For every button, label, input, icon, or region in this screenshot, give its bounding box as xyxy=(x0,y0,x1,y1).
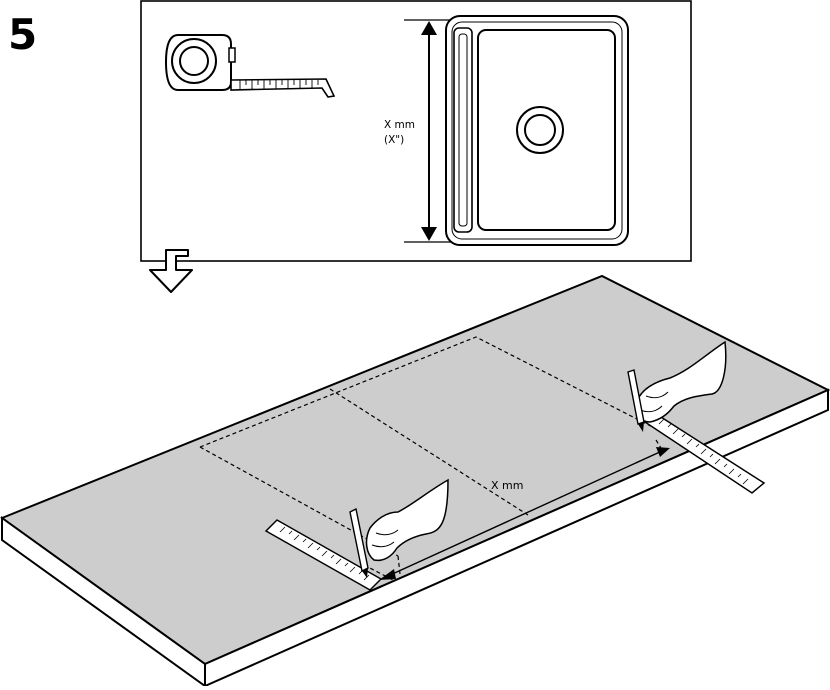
step-number: 5 xyxy=(8,14,37,56)
dimension-label-inch: (X") xyxy=(384,134,404,146)
countertop: X mm xyxy=(2,276,828,686)
measurement-label: X mm xyxy=(491,479,523,492)
dimension-label: X mm xyxy=(384,119,415,131)
detail-panel: X mm (X") xyxy=(141,1,691,261)
sink-icon xyxy=(446,16,628,245)
